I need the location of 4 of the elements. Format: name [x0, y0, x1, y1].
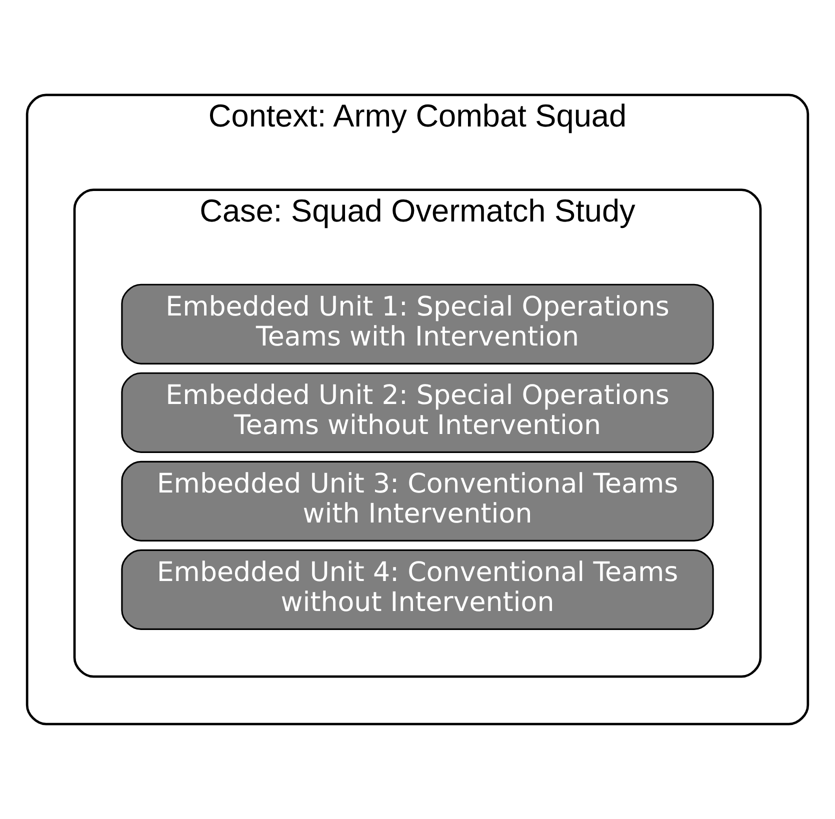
node-box: Embedded Unit 2: Special Operations Teams without Intervention	[121, 372, 714, 453]
node-box: Embedded Unit 4: Conventional Teams without Intervention	[121, 549, 714, 630]
node-box: Embedded Unit 1: Special Operations Teams with Intervention	[121, 284, 714, 364]
node-box: Embedded Unit 3: Conventional Teams with Intervention	[121, 460, 714, 542]
